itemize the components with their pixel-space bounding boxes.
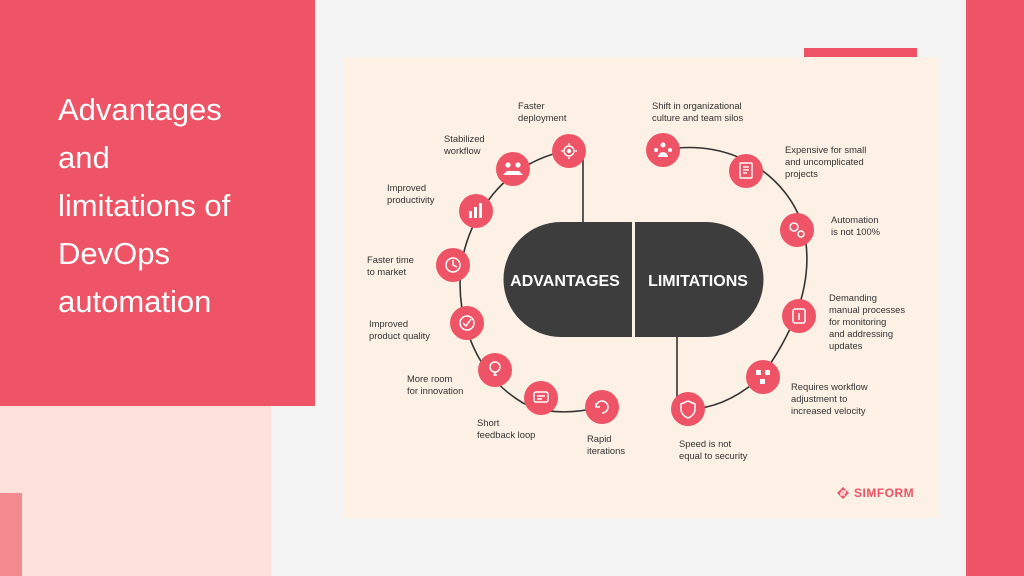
advantage-label-1: Faster deployment (518, 100, 567, 123)
limitation-label-3: Automation is not 100% (831, 214, 880, 237)
limitation-node-1 (646, 133, 680, 167)
advantage-label-5: Improved product quality (369, 318, 430, 341)
advantage-label-2: Stabilized workflow (444, 133, 485, 156)
flow-icon (756, 370, 770, 384)
document-icon (739, 162, 753, 179)
deploy-icon (561, 143, 577, 159)
decor-top-bar (804, 48, 917, 57)
limitation-label-6: Speed is not equal to security (679, 438, 748, 461)
team-icon (654, 142, 672, 157)
limitation-label-4: Demanding manual processes for monitorin… (829, 292, 906, 351)
limitation-node-6 (671, 392, 705, 426)
limitation-node-2 (729, 154, 763, 188)
center-pill-right (635, 222, 764, 337)
decor-pink-block (0, 406, 271, 576)
advantage-node-3 (459, 194, 493, 228)
advantage-node-2 (496, 152, 530, 186)
brand-name: SIMFORM (854, 486, 915, 500)
advantage-node-7 (524, 381, 558, 415)
clock-icon (445, 257, 461, 273)
iteration-icon (595, 400, 609, 414)
decor-pink-accent (0, 493, 22, 576)
limitation-node-3 (780, 213, 814, 247)
advantage-label-7: Short feedback loop (477, 417, 536, 440)
advantage-label-4: Faster time to market (367, 254, 414, 277)
workflow-icon (503, 162, 523, 175)
gears-icon (789, 222, 805, 238)
page-title: Advantages and limitations of DevOps aut… (58, 92, 231, 319)
shield-icon (680, 400, 696, 419)
title-panel (0, 0, 315, 406)
decor-right-strip (966, 0, 1024, 576)
advantage-node-8 (585, 390, 619, 424)
lightbulb-icon (489, 361, 501, 376)
limitations-heading: LIMITATIONS (648, 273, 748, 290)
brand-logo: SIMFORM (836, 484, 926, 502)
touch-icon (792, 308, 806, 324)
limitation-label-1: Shift in organizational culture and team… (652, 100, 744, 123)
advantage-node-5 (450, 306, 484, 340)
limitation-node-4 (782, 299, 816, 333)
advantage-label-6: More room for innovation (407, 373, 464, 396)
limitation-label-2: Expensive for small and uncomplicated pr… (785, 144, 867, 179)
simform-logo-icon (837, 487, 849, 499)
feedback-icon (533, 391, 549, 403)
advantage-label-8: Rapid iterations (587, 433, 626, 456)
quality-icon (459, 315, 475, 331)
advantages-heading: ADVANTAGES (510, 273, 620, 290)
advantage-node-1 (552, 134, 586, 168)
advantage-node-6 (478, 353, 512, 387)
devops-diagram: ADVANTAGES LIMITATIONS (436, 133, 816, 426)
limitation-label-5: Requires workflow adjustment to increase… (791, 381, 868, 416)
advantage-node-4 (436, 248, 470, 282)
advantage-label-3: Improved productivity (387, 182, 435, 205)
center-pill-left (503, 222, 632, 337)
productivity-icon (469, 203, 482, 218)
limitation-node-5 (746, 360, 780, 394)
